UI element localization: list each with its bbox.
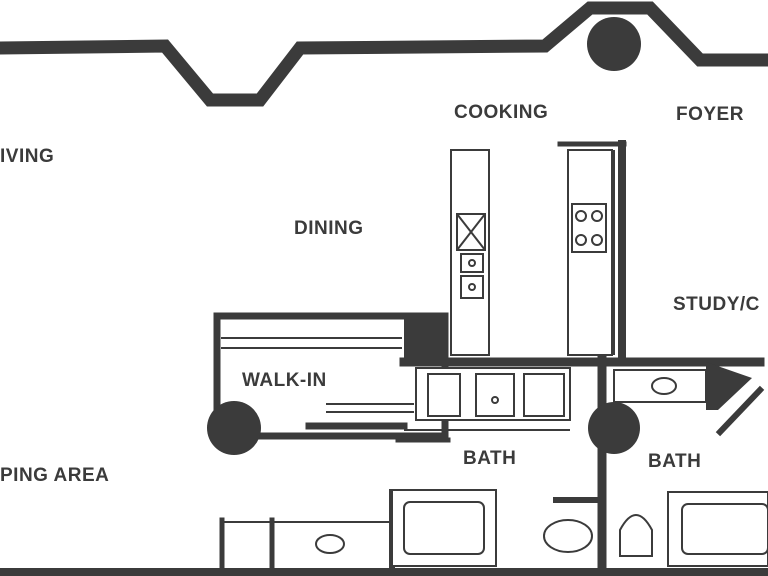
kitchen-sink-top	[460, 253, 484, 273]
vanity-sink	[475, 373, 515, 417]
label-living: IVING	[0, 146, 54, 167]
label-bath-left: BATH	[463, 448, 516, 469]
label-foyer: FOYER	[676, 104, 744, 125]
right-toilet	[619, 514, 653, 557]
burner-2	[591, 210, 603, 222]
sink-drain-top	[468, 259, 476, 267]
walk-in-corner-block	[404, 316, 446, 362]
vanity-drain	[491, 396, 499, 404]
label-study: STUDY/C	[673, 294, 760, 315]
vanity-cab-1	[427, 373, 461, 417]
kitchen-sink-bottom	[460, 275, 484, 299]
cooktop	[571, 203, 607, 253]
left-toilet	[543, 519, 593, 553]
kitchen-counter-left	[450, 149, 490, 356]
burner-3	[575, 234, 587, 246]
label-sleeping-area: PING AREA	[0, 465, 109, 486]
column-top	[587, 17, 641, 71]
bath-vanity	[415, 367, 571, 421]
label-cooking: COOKING	[454, 102, 548, 123]
column-bath	[588, 402, 640, 454]
right-bath-tub-inner	[681, 503, 768, 555]
burner-1	[575, 210, 587, 222]
lower-sink	[315, 534, 345, 554]
study-vanity	[613, 369, 707, 403]
exterior-wall-top	[0, 1, 768, 107]
column-walk-in	[207, 401, 261, 455]
label-walk-in: WALK-IN	[242, 370, 327, 391]
label-dining: DINING	[294, 218, 364, 239]
appliance-cross-b	[456, 213, 486, 251]
label-bath-right: BATH	[648, 451, 701, 472]
sink-drain-bottom	[468, 283, 476, 291]
study-door-swing	[715, 385, 765, 437]
vanity-cab-2	[523, 373, 565, 417]
study-wall-angle	[706, 362, 752, 410]
left-bath-tub-inner	[403, 501, 485, 555]
burner-4	[591, 234, 603, 246]
study-sink	[651, 377, 677, 395]
